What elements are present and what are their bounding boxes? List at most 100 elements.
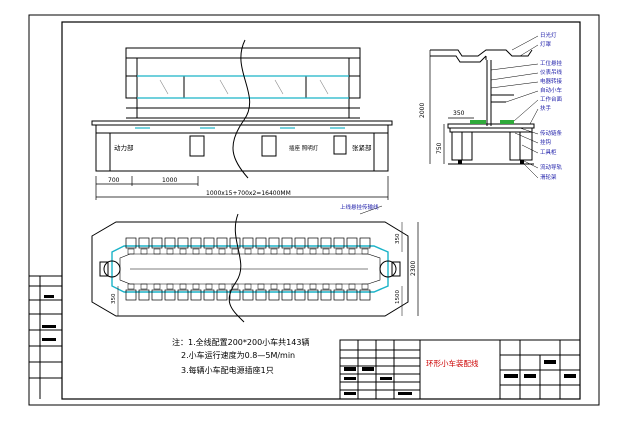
callout-0: 日光灯 <box>540 31 557 39</box>
callout-4: 电器转接 <box>540 77 563 85</box>
workstation-chair <box>231 283 239 290</box>
callout-1: 灯罩 <box>540 40 552 48</box>
callout-3: 仪表吊线 <box>540 68 563 76</box>
workstation-chair <box>257 283 265 290</box>
workstation-desk <box>138 237 150 249</box>
workstation-desk <box>359 289 371 301</box>
callout-12: 流动导轨 <box>540 163 563 171</box>
callout-9: 挂钩 <box>540 138 552 146</box>
workstation-desk <box>229 289 241 301</box>
workstation-desk <box>229 237 241 249</box>
workstation-desk <box>359 237 371 249</box>
title-block: 环形小车装配线 <box>339 339 581 400</box>
drawing-title: 环形小车装配线 <box>426 358 479 368</box>
workstation-desk <box>268 289 280 301</box>
workstation-chair <box>348 283 356 290</box>
plan-view <box>91 213 409 323</box>
workstation-chair <box>244 248 252 255</box>
workstation-chair <box>166 248 174 255</box>
note-line-3: 3.每辆小车配电源插座1只 <box>181 365 274 375</box>
workstation-chair <box>244 283 252 290</box>
workstation-chair <box>335 283 343 290</box>
workstation-chair <box>153 283 161 290</box>
front-label-socket-light: 插座 照明灯 <box>289 144 319 152</box>
dim-700: 700 <box>108 177 120 184</box>
side-callouts: 日光灯 灯罩 工位悬挂 仪表吊线 电器转接 自动小车 工作台面 扶手 传动链条 … <box>540 31 563 181</box>
workstation-chair <box>127 283 135 290</box>
plan-bottom-stations <box>125 283 371 301</box>
workstation-chair <box>179 283 187 290</box>
dim-350-side: 350 <box>453 110 465 117</box>
workstation-desk <box>307 237 319 249</box>
callout-10: 工具柜 <box>540 148 557 156</box>
front-view: 动力部 插座 照明灯 张紧部 700 1000 1000x15+700x2=16… <box>91 39 393 200</box>
workstation-chair <box>322 283 330 290</box>
front-label-tension: 张紧部 <box>352 143 372 152</box>
workstation-chair <box>140 283 148 290</box>
note-line-2: 2.小车运行速度为0.8—5M/min <box>181 350 295 360</box>
workstation-desk <box>294 237 306 249</box>
workstation-desk <box>281 289 293 301</box>
workstation-desk <box>346 237 358 249</box>
workstation-chair <box>283 248 291 255</box>
inner-border <box>61 21 581 400</box>
workstation-desk <box>177 237 189 249</box>
workstation-desk <box>242 289 254 301</box>
notes: 注：1.全线配置200*200小车共143辆 2.小车运行速度为0.8—5M/m… <box>172 337 309 375</box>
workstation-desk <box>294 289 306 301</box>
dim-total: 1000x15+700x2=16400MM <box>206 190 291 197</box>
workstation-chair <box>335 248 343 255</box>
workstation-desk <box>203 237 215 249</box>
workstation-desk <box>151 289 163 301</box>
workstation-chair <box>296 248 304 255</box>
workstation-desk <box>190 289 202 301</box>
callout-13: 滑轮架 <box>540 173 557 181</box>
dim-1000: 1000 <box>162 177 177 184</box>
workstation-chair <box>309 248 317 255</box>
workstation-desk <box>164 289 176 301</box>
plan-callout-overhead: 上线悬挂传输线 <box>340 203 379 211</box>
workstation-chair <box>153 248 161 255</box>
callout-2: 工位悬挂 <box>540 59 563 67</box>
workstation-desk <box>125 237 137 249</box>
workstation-desk <box>177 289 189 301</box>
workstation-desk <box>164 237 176 249</box>
workstation-chair <box>205 283 213 290</box>
workstation-desk <box>255 289 267 301</box>
workstation-chair <box>309 283 317 290</box>
workstation-chair <box>166 283 174 290</box>
workstation-chair <box>205 248 213 255</box>
workstation-desk <box>320 289 332 301</box>
workstation-desk <box>346 289 358 301</box>
workstation-desk <box>190 237 202 249</box>
workstation-chair <box>192 248 200 255</box>
workstation-chair <box>179 248 187 255</box>
workstation-desk <box>242 237 254 249</box>
dim-2000: 2000 <box>419 103 426 118</box>
workstation-desk <box>255 237 267 249</box>
workstation-chair <box>270 248 278 255</box>
workstation-chair <box>296 283 304 290</box>
callout-8: 传动链条 <box>540 129 563 137</box>
workstation-chair <box>348 248 356 255</box>
dim-350-plan-bottom: 350 <box>111 293 117 304</box>
dim-2300: 2300 <box>410 261 417 276</box>
callout-7: 扶手 <box>540 104 552 112</box>
callout-5: 自动小车 <box>540 86 563 94</box>
workstation-chair <box>218 283 226 290</box>
workstation-chair <box>257 248 265 255</box>
workstation-desk <box>216 237 228 249</box>
callout-6: 工作台面 <box>540 95 563 103</box>
workstation-chair <box>140 248 148 255</box>
workstation-desk <box>320 237 332 249</box>
dim-350-plan-top: 350 <box>395 233 401 244</box>
workstation-desk <box>216 289 228 301</box>
workstation-chair <box>361 248 369 255</box>
workstation-chair <box>322 248 330 255</box>
workstation-chair <box>192 283 200 290</box>
workstation-desk <box>138 289 150 301</box>
workstation-chair <box>270 283 278 290</box>
workstation-chair <box>231 248 239 255</box>
plan-top-stations <box>125 237 371 255</box>
